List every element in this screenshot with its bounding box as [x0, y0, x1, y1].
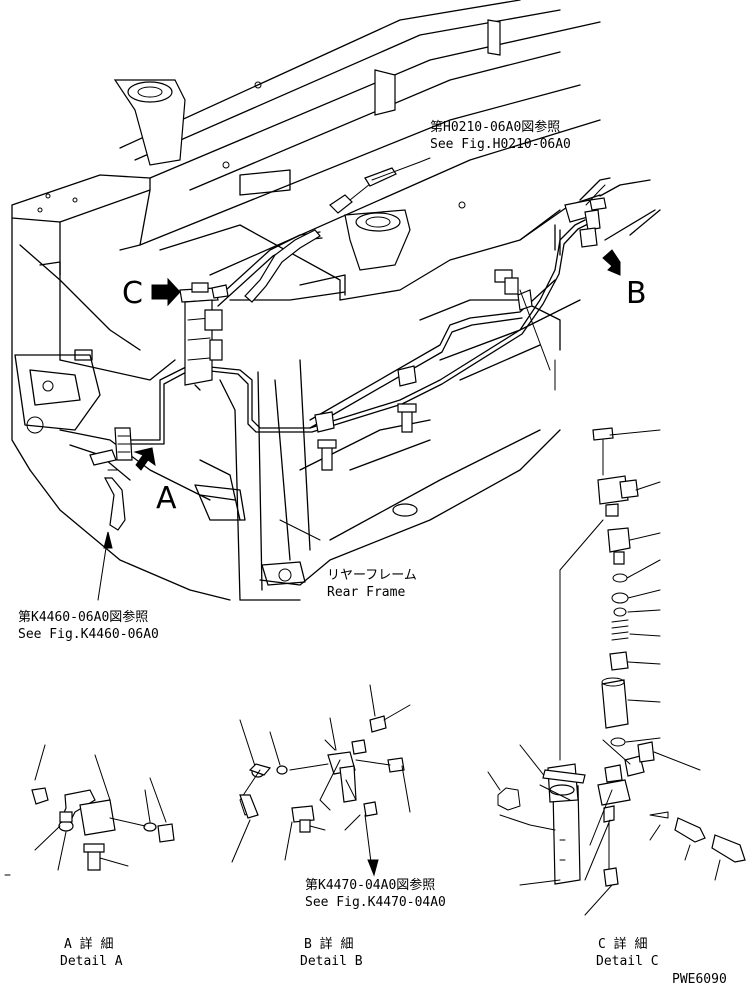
detail-a-parts: [4, 744, 175, 876]
reference-top-jp: 第H0210-06A0図参照: [430, 120, 561, 135]
detail-b-title-en: Detail B: [300, 954, 363, 969]
arrow-c-icon: [151, 277, 181, 307]
reference-left-jp: 第K4460-06A0図参照: [18, 610, 149, 625]
reference-detail-b-jp: 第K4470-04A0図参照: [305, 878, 436, 893]
detail-c-title-jp: C 詳 細: [598, 937, 648, 952]
detail-a-title-en: Detail A: [60, 954, 123, 969]
view-arrows: [133, 249, 621, 471]
brake-valve: [179, 282, 229, 391]
arrow-a-icon: [133, 447, 156, 471]
detail-b-title-jp: B 詳 細: [304, 937, 354, 952]
view-marker-a: A: [156, 481, 177, 516]
drawing-code: PWE6090: [672, 972, 727, 987]
view-marker-b: B: [626, 276, 647, 311]
rear-frame: [11, 0, 601, 601]
brake-lines: [104, 167, 661, 531]
check-valve: [564, 184, 607, 248]
detail-a-title-jp: A 詳 細: [64, 937, 114, 952]
arrow-b-icon: [602, 249, 621, 276]
detail-b-parts: [231, 684, 411, 877]
reference-detail-b-en: See Fig.K4470-04A0: [305, 895, 446, 910]
detail-c-parts: [487, 427, 746, 916]
reference-left-en: See Fig.K4460-06A0: [18, 627, 159, 642]
detail-c-title-en: Detail C: [596, 954, 659, 969]
frame-label-jp: リヤーフレーム: [327, 568, 417, 583]
view-marker-c: C: [122, 276, 143, 311]
frame-label-en: Rear Frame: [327, 585, 406, 600]
reference-top-en: See Fig.H0210-06A0: [430, 137, 571, 152]
leader-lines: [97, 157, 556, 601]
